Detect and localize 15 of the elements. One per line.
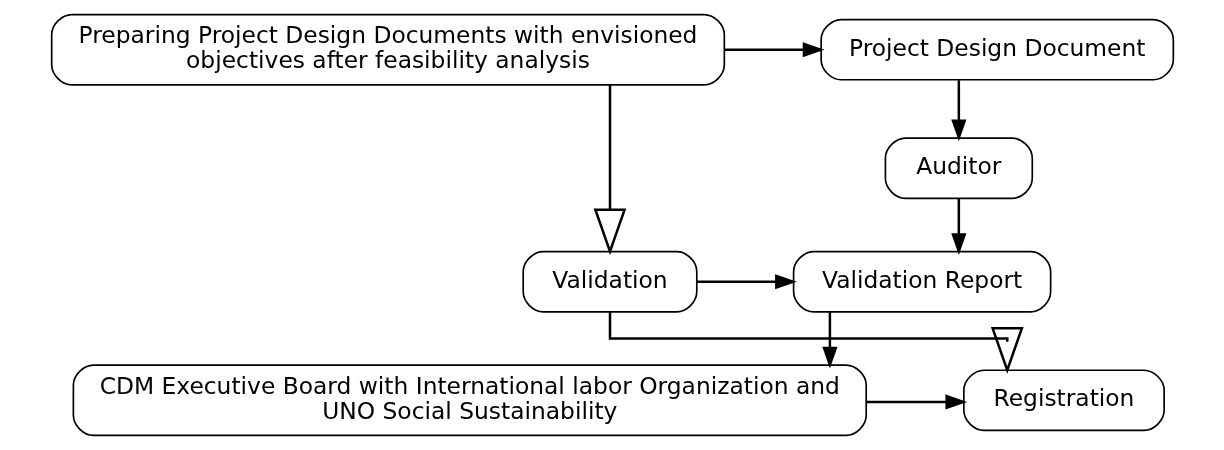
arrow bbox=[866, 394, 967, 410]
node-box: Project Design Document bbox=[819, 18, 1174, 81]
arrow bbox=[821, 312, 837, 369]
arrow bbox=[696, 274, 797, 290]
node-box: CDM Executive Board with International labor Organization and UNO Social Sustainability bbox=[72, 364, 867, 437]
arrow bbox=[950, 80, 966, 142]
node-box: Auditor bbox=[884, 137, 1033, 200]
node-box: Validation Report bbox=[792, 250, 1051, 313]
arrow bbox=[593, 85, 626, 256]
node-box: Validation bbox=[521, 250, 698, 313]
node-box: Registration bbox=[962, 369, 1165, 432]
arrow bbox=[724, 42, 824, 58]
arrow bbox=[608, 312, 1024, 374]
node-box: Preparing Project Design Documents with envisioned objectives after feasibility analysis bbox=[50, 13, 725, 86]
arrow bbox=[950, 198, 966, 256]
